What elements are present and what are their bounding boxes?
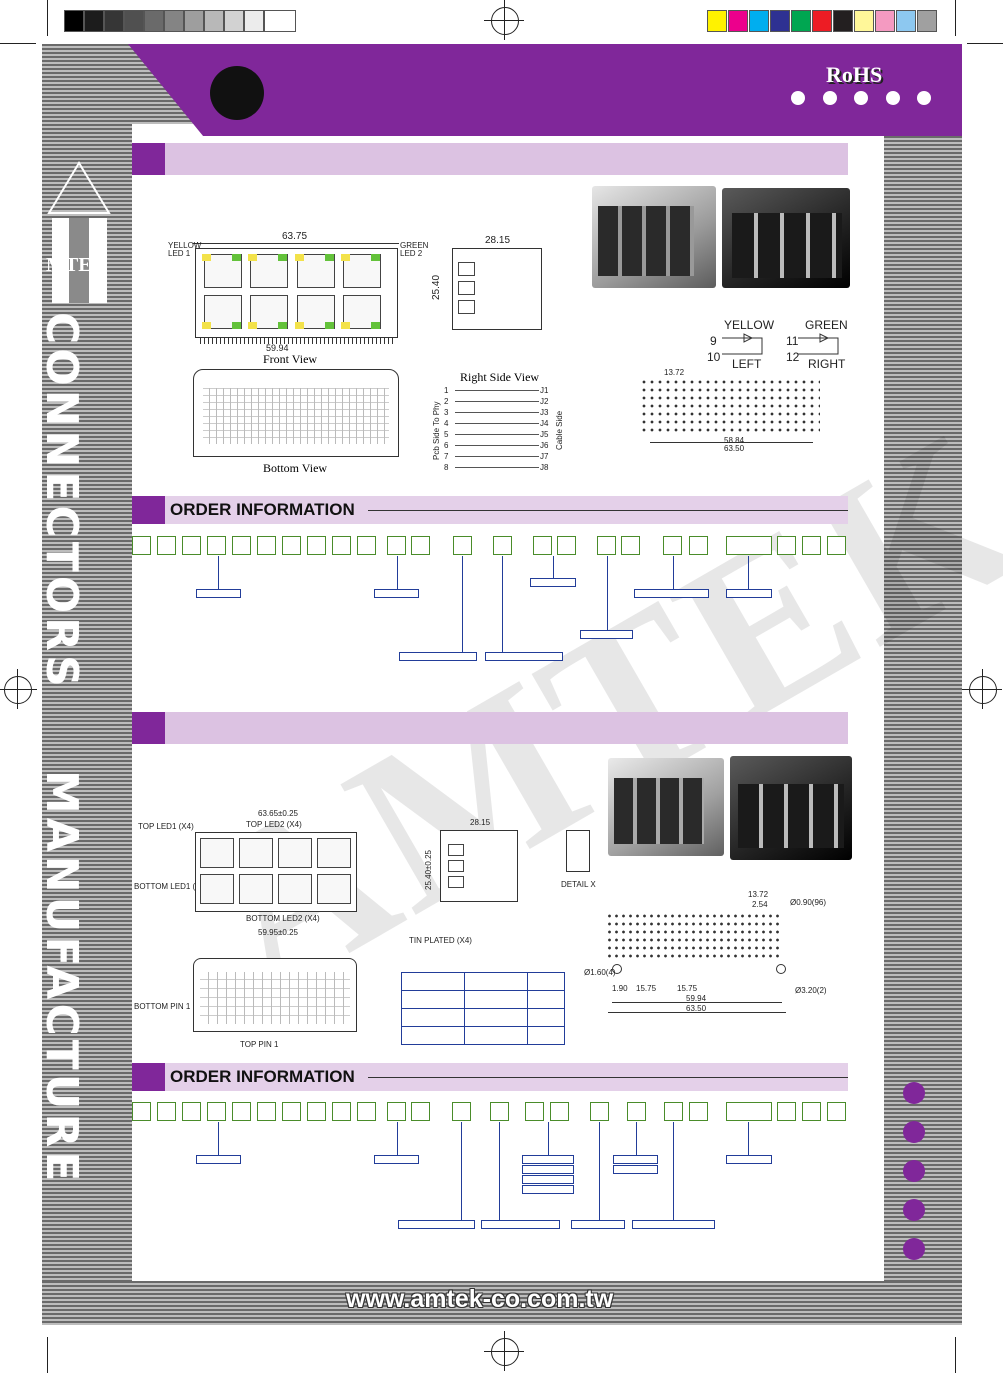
- brand-logo-text: MTEK: [46, 254, 108, 276]
- crop-mark: [955, 1337, 956, 1373]
- yellow-led-label: YELLOW LED 1: [168, 241, 202, 258]
- rohs-label: RoHS: [826, 62, 883, 87]
- registration-mark: [484, 0, 524, 40]
- side-width-dim: 28.15: [485, 235, 511, 246]
- right-stripe-band: [884, 44, 962, 1281]
- led-green-label: GREEN: [805, 318, 848, 332]
- fp1-dim-63: 63.50: [724, 444, 745, 453]
- header-circle: [210, 66, 264, 120]
- registration-mark: [0, 669, 37, 709]
- pcb-side-label: Pcb Side To Phy: [432, 401, 441, 460]
- s2-side-height: 25.40±0.25: [424, 850, 433, 890]
- product-photo-4: [730, 756, 852, 860]
- detail-x-label: DETAIL X: [561, 880, 596, 889]
- side-height-dim: 25.40: [431, 274, 442, 300]
- led-yellow-label: YELLOW: [724, 318, 775, 332]
- s2-bottom-led1: BOTTOM LED1 (X4): [134, 882, 208, 891]
- s2-top-led1: TOP LED1 (X4): [138, 822, 194, 831]
- order-info-header-2: ORDER INFORMATION: [132, 1063, 848, 1091]
- s2-inner-dim: 59.95±0.25: [258, 928, 298, 937]
- crop-mark: [967, 43, 1003, 44]
- s2-bottom-pin: BOTTOM PIN 1: [134, 1002, 191, 1011]
- bottom-view-caption: Bottom View: [263, 461, 328, 475]
- vertical-text-manufacture: MANUFACTURE: [36, 770, 87, 1186]
- order-info-title-1: ORDER INFORMATION: [170, 500, 355, 519]
- front-inner-dim: 59.94: [266, 343, 289, 353]
- section-2-header: [132, 712, 848, 744]
- footer-url[interactable]: www.amtek-co.com.tw: [346, 1285, 614, 1313]
- fp1-dim-58: 58.84: [724, 436, 745, 445]
- pin-numbers-right: J1 J2 J3 J4 J5 J6 J7 J8: [540, 386, 549, 472]
- section-1-header: [132, 143, 848, 175]
- order-info-title-2: ORDER INFORMATION: [170, 1067, 355, 1086]
- green-led-label: GREEN LED 2: [400, 241, 429, 258]
- spec-table: [401, 972, 565, 1045]
- crop-mark: [47, 0, 48, 36]
- crop-mark: [47, 1337, 48, 1373]
- product-photo-2: [722, 188, 850, 288]
- product-photo-1: [592, 186, 716, 288]
- s2-width-dim: 63.65±0.25: [258, 809, 298, 818]
- footer-stripe-band: [42, 1281, 962, 1325]
- vertical-text-connectors: CONNECTORS: [36, 312, 87, 691]
- s2-top-led2: TOP LED2 (X4): [246, 820, 302, 829]
- triangle-logo-icon: [47, 161, 111, 303]
- order-info-header-1: ORDER INFORMATION: [132, 496, 848, 524]
- pin-numbers-left: 1 2 3 4 5 6 7 8: [444, 386, 449, 472]
- product-photo-3: [608, 758, 724, 856]
- brand-logo: [44, 158, 114, 308]
- s2-top-pin: TOP PIN 1: [240, 1040, 279, 1049]
- front-view-caption: Front View: [263, 352, 318, 366]
- s2-bottom-led2: BOTTOM LED2 (X4): [246, 914, 320, 923]
- front-width-dim: 63.75: [282, 231, 308, 242]
- crop-mark: [0, 43, 36, 44]
- crop-mark: [955, 0, 956, 36]
- s2-side-width: 28.15: [470, 818, 491, 827]
- s2-tin-plated: TIN PLATED (X4): [409, 936, 472, 945]
- registration-mark: [962, 669, 1002, 709]
- cable-side-label: Cable Side: [555, 410, 564, 450]
- right-side-view-caption: Right Side View: [460, 370, 540, 384]
- header-banner: [128, 44, 962, 136]
- fp1-dim-13: 13.72: [664, 368, 685, 377]
- registration-mark: [484, 1331, 524, 1371]
